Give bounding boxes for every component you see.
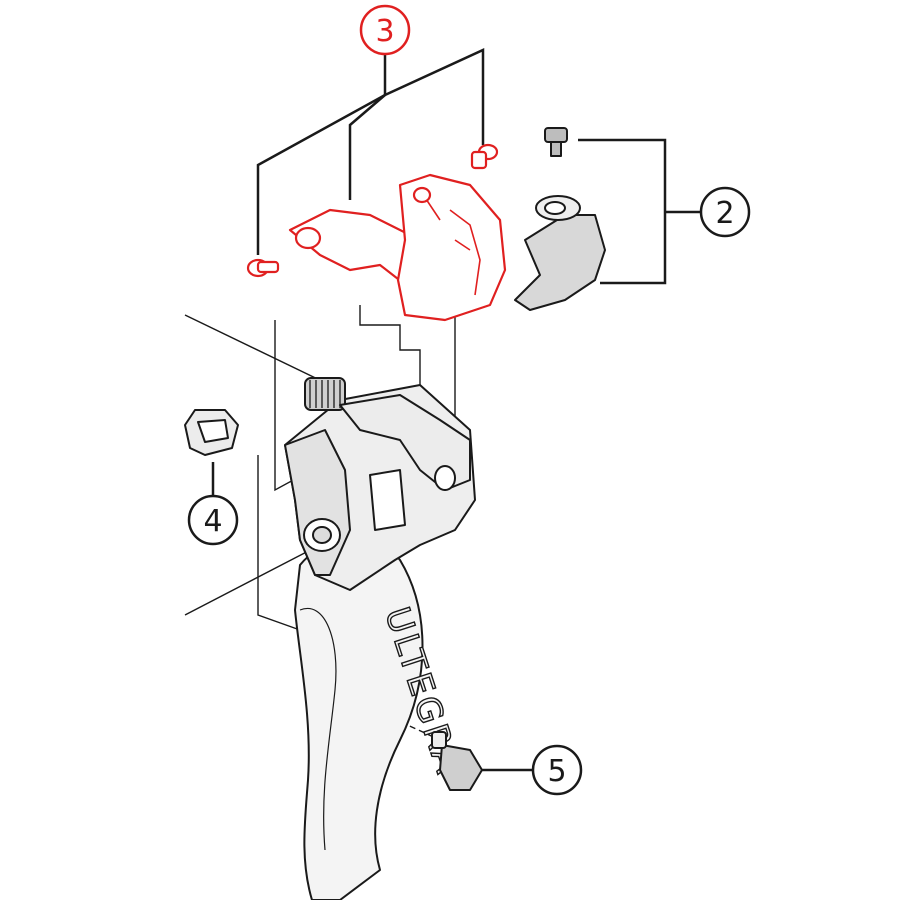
cable-slot xyxy=(369,469,406,531)
part-3-left-hole xyxy=(294,226,322,250)
spring-coil xyxy=(304,377,346,411)
pivot-hole-inner xyxy=(312,526,332,544)
leader-3-mid xyxy=(348,94,386,200)
lever-blade xyxy=(294,536,424,900)
part-2-cover xyxy=(514,214,606,311)
screw-head xyxy=(544,127,568,143)
part-5-block xyxy=(431,731,483,791)
lever-body xyxy=(284,377,476,900)
lever-blade-edge xyxy=(299,607,337,851)
callout-5-label: 5 xyxy=(547,754,566,789)
part-3-left-pin xyxy=(246,258,280,278)
part-2-cover-boss-hole xyxy=(544,201,566,215)
part-4-clip xyxy=(184,409,239,456)
part-3-right-block xyxy=(396,173,507,322)
return-spring xyxy=(304,377,346,411)
right-pin-shaft xyxy=(470,150,488,170)
guide-line-e xyxy=(184,544,321,616)
callout-3-circle xyxy=(359,4,411,56)
callout-4: 4 xyxy=(187,494,239,546)
screw-shaft xyxy=(550,141,562,157)
part-3-right-pin xyxy=(470,143,499,170)
spring-windings xyxy=(309,380,341,408)
left-pin-shaft xyxy=(256,260,280,274)
block-body xyxy=(439,744,483,791)
callout-2-label: 2 xyxy=(715,196,734,231)
callout-3-label: 3 xyxy=(375,14,394,49)
guide-line-f xyxy=(257,455,301,631)
leader-lines xyxy=(211,48,700,772)
callout-2: 2 xyxy=(699,186,751,238)
callout-5: 5 xyxy=(531,744,583,796)
callout-2-circle xyxy=(699,186,751,238)
part-3-right-hole xyxy=(412,186,432,204)
part-2-cover-and-screw xyxy=(514,127,606,311)
callout-4-label: 4 xyxy=(203,504,222,539)
upper-housing xyxy=(339,394,471,491)
part-2-screw xyxy=(544,127,568,157)
callout-4-circle xyxy=(187,494,239,546)
guide-line-c xyxy=(359,305,421,420)
clip-opening xyxy=(197,419,229,443)
block-tab xyxy=(431,731,447,749)
callout-3: 3 xyxy=(359,4,411,56)
callout-5-circle xyxy=(531,744,583,796)
mount-hole xyxy=(434,465,456,491)
guide-line-a xyxy=(184,314,331,386)
part-3-highlighted-assembly xyxy=(246,143,507,322)
